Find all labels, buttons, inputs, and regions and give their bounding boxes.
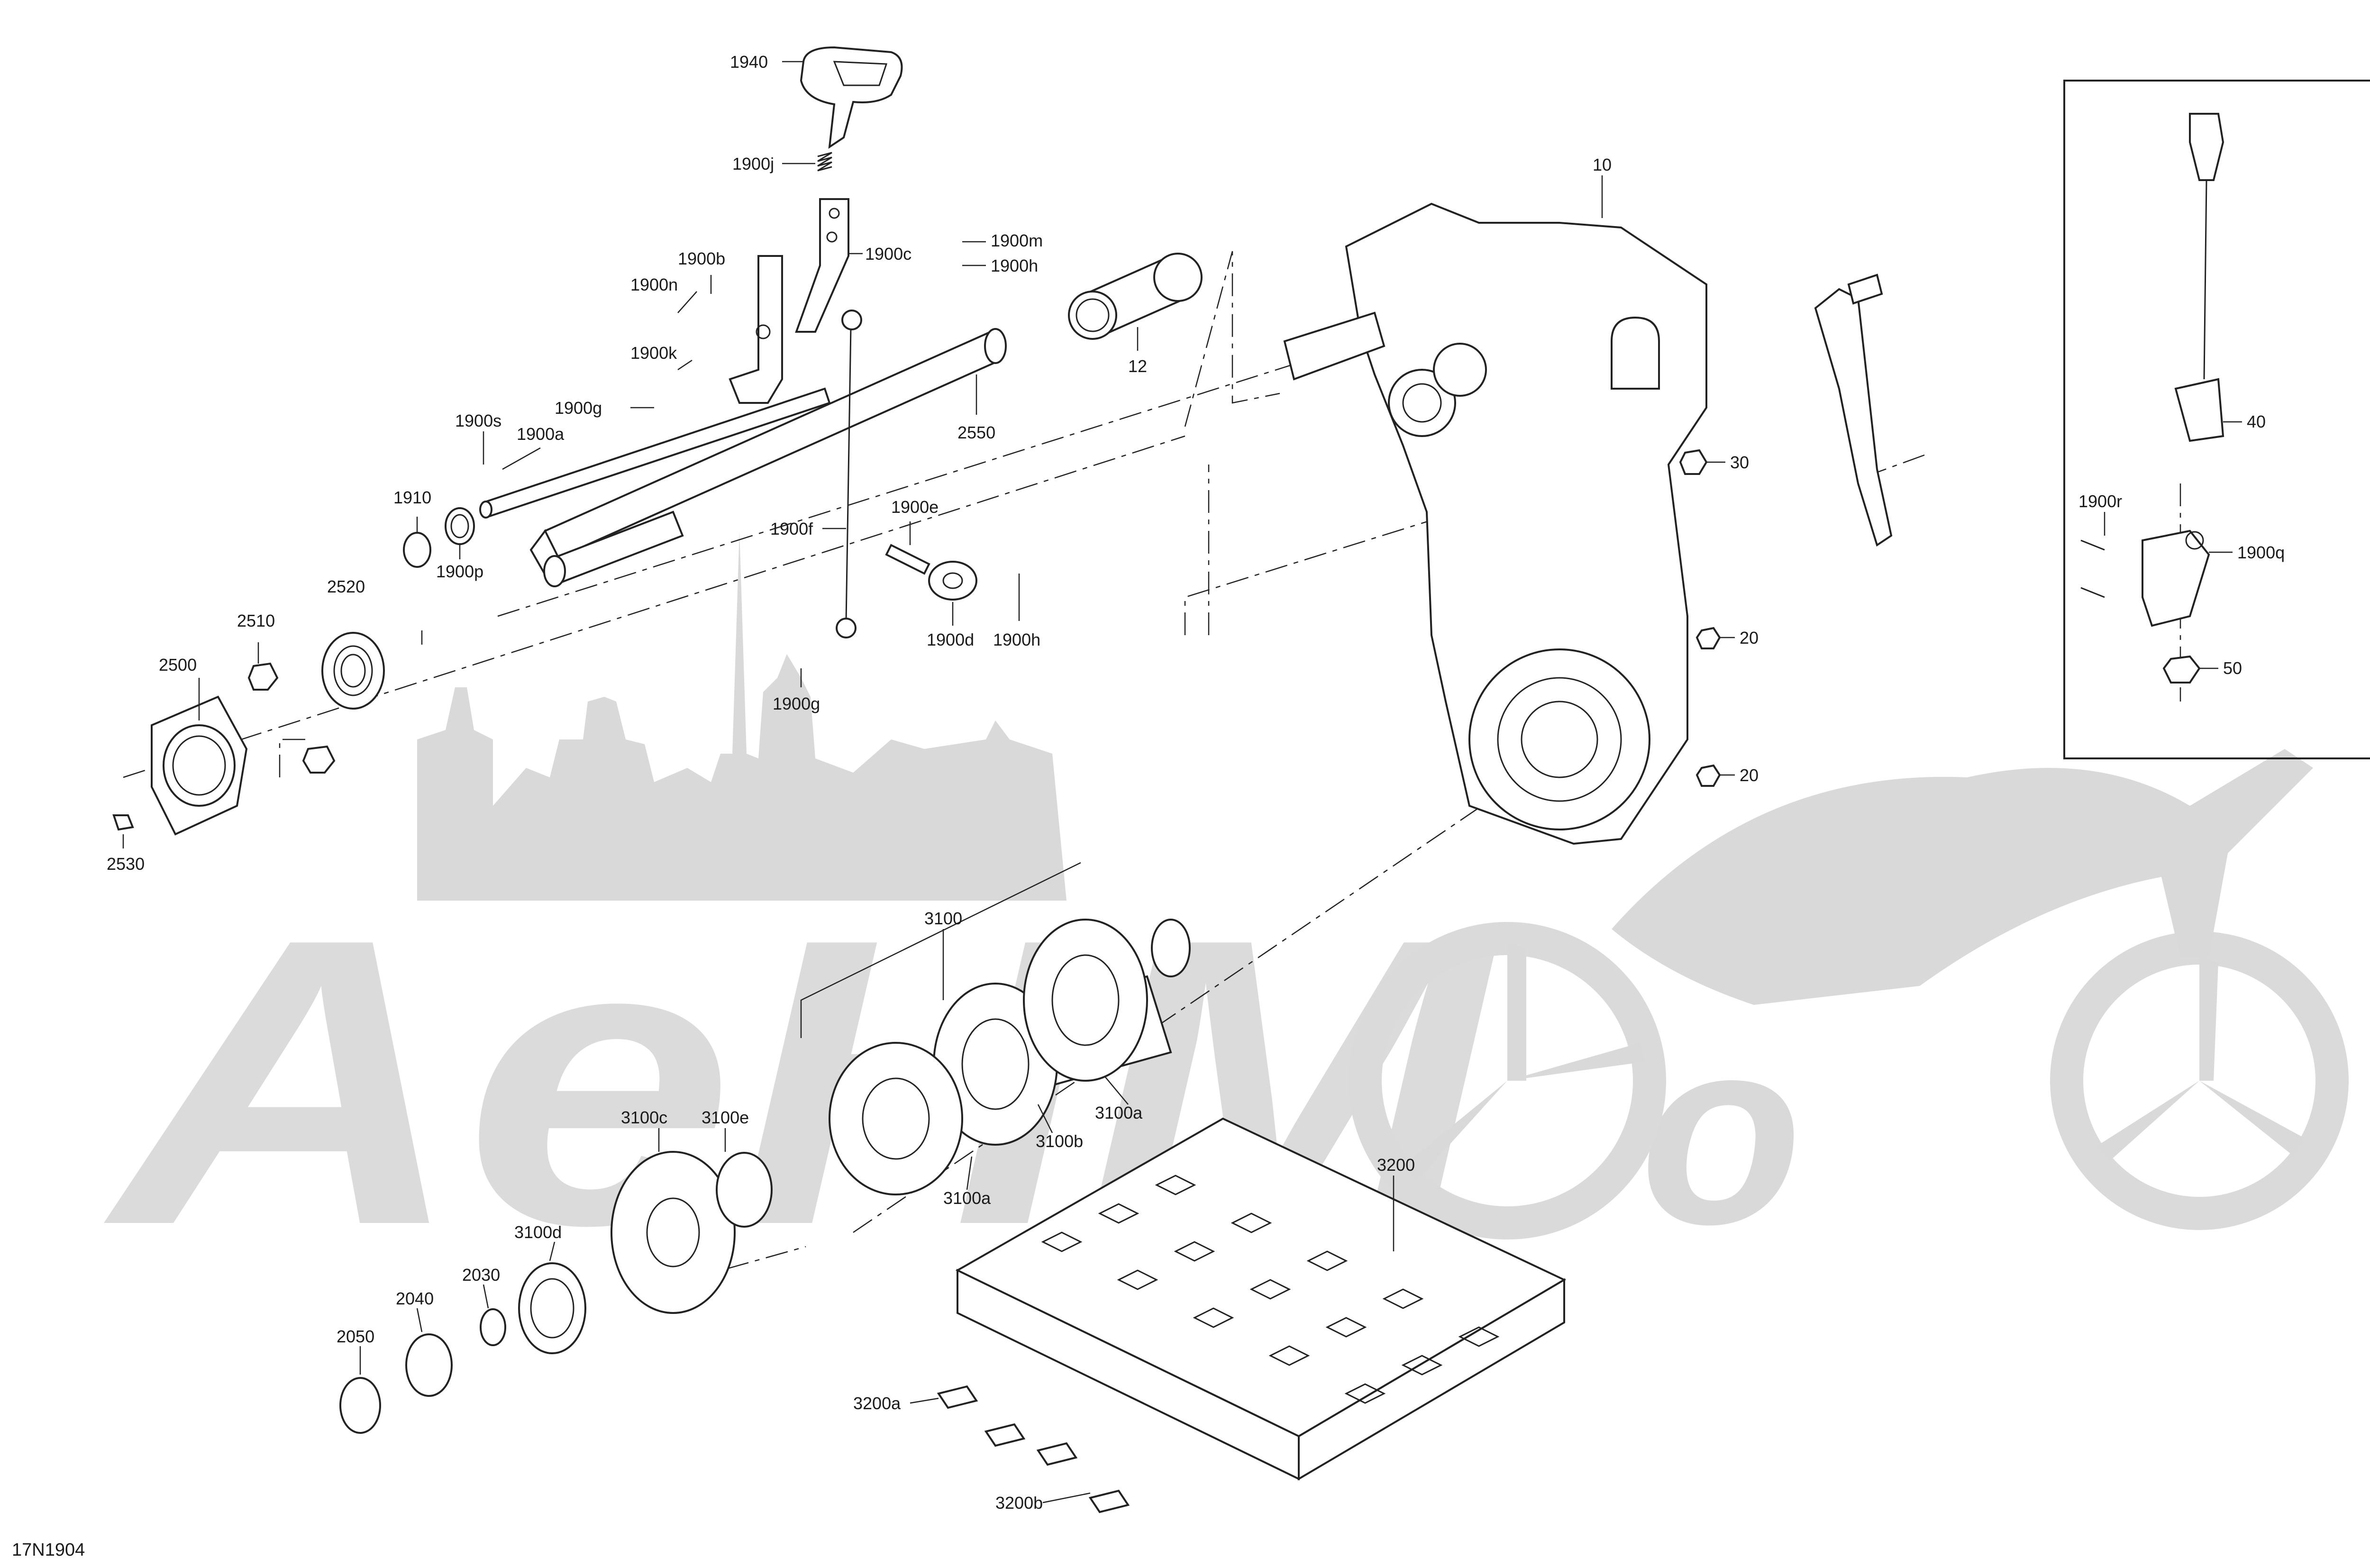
label-12: 12 [1128, 356, 1147, 376]
label-1900r: 1900r [2078, 492, 2122, 511]
label-40: 40 [2247, 412, 2266, 431]
label-10: 10 [1593, 155, 1612, 174]
part-nut-20b[interactable] [1695, 764, 1721, 787]
label-2550: 2550 [957, 423, 995, 442]
label-3200b: 3200b [995, 1493, 1043, 1513]
part-gearbox-10[interactable] [1283, 202, 1707, 845]
document-id: 17N1904 [12, 1540, 85, 1560]
label-1900e: 1900e [891, 497, 939, 517]
watermark-skyline [417, 531, 1066, 901]
part-shift-lever-1900c[interactable] [795, 198, 849, 333]
label-50: 50 [2223, 658, 2242, 678]
label-1900d: 1900d [927, 630, 974, 649]
part-track-3200[interactable] [955, 1117, 1567, 1481]
label-3100: 3100 [924, 909, 962, 928]
label-1900b: 1900b [678, 249, 725, 268]
label-3200a: 3200a [853, 1394, 901, 1413]
label-3100a-bottom: 3100a [943, 1188, 991, 1208]
label-2030: 2030 [462, 1265, 500, 1285]
label-20-top: 20 [1740, 628, 1759, 647]
part-tube-2550[interactable] [529, 328, 1007, 585]
part-shift-knob-1940[interactable] [800, 46, 903, 149]
part-pin-1900e[interactable] [885, 544, 930, 575]
part-flange-2500[interactable] [151, 695, 248, 836]
label-2500: 2500 [159, 655, 197, 675]
part-cap-2040[interactable] [405, 1333, 453, 1397]
label-1900c: 1900c [865, 244, 912, 264]
label-1900s: 1900s [455, 411, 501, 430]
label-3100e: 3100e [702, 1108, 749, 1127]
part-seal-1910[interactable] [403, 532, 431, 568]
part-screws-1900r[interactable] [2080, 539, 2105, 598]
label-2050: 2050 [337, 1327, 374, 1346]
part-bushing-12[interactable] [1068, 253, 1203, 340]
label-1910: 1910 [393, 488, 431, 507]
label-1900f: 1900f [770, 519, 813, 538]
label-1900j: 1900j [732, 154, 774, 173]
part-nut-20a[interactable] [1695, 627, 1721, 649]
part-clips-3200b[interactable] [1036, 1442, 1130, 1513]
label-3100c: 3100c [621, 1108, 667, 1127]
part-circlip-2050[interactable] [339, 1377, 381, 1434]
part-nut-2510[interactable] [247, 662, 336, 774]
part-splined-shaft[interactable] [543, 511, 684, 587]
part-drive-axle-3100[interactable] [829, 919, 1191, 1195]
label-1900h-top: 1900h [991, 256, 1038, 275]
label-1900k: 1900k [630, 343, 677, 363]
label-1900m: 1900m [991, 231, 1043, 250]
label-1900g-bottom: 1900g [773, 694, 820, 713]
part-nut-50[interactable] [2162, 655, 2201, 684]
label-2040: 2040 [396, 1289, 434, 1308]
watermark-motorcycle [1349, 749, 2349, 1240]
part-bracket-1900b[interactable] [729, 255, 783, 404]
part-bearing-3100d[interactable] [518, 1262, 586, 1354]
part-harness-bracket[interactable] [1814, 273, 1893, 547]
label-1900q: 1900q [2237, 543, 2285, 562]
watermark-text-tail: o [1640, 983, 1802, 1279]
label-1940: 1940 [730, 52, 768, 72]
part-oring-2030[interactable] [480, 1308, 506, 1346]
label-20-bottom: 20 [1740, 766, 1759, 785]
label-3100d: 3100d [514, 1222, 562, 1242]
part-clips-3200a[interactable] [937, 1385, 1026, 1447]
part-bracket-1900q[interactable] [2142, 529, 2210, 627]
part-bolt-2530[interactable] [112, 814, 134, 831]
part-link-rod-1900f[interactable] [836, 310, 862, 638]
label-1900p: 1900p [436, 562, 483, 581]
label-1900h-bottom: 1900h [993, 630, 1040, 649]
label-3100b: 3100b [1036, 1131, 1083, 1151]
leader-lines [122, 61, 2242, 1504]
label-2530: 2530 [107, 854, 145, 874]
label-30: 30 [1730, 453, 1749, 472]
label-3100a-right: 3100a [1095, 1103, 1143, 1122]
label-1900g-top: 1900g [555, 398, 602, 418]
label-2510: 2510 [237, 611, 275, 630]
label-2520: 2520 [327, 577, 365, 596]
part-sprocket-guard-3100c[interactable] [611, 1151, 736, 1314]
part-arm-1900d[interactable] [928, 561, 977, 601]
callout-labels: 1940 1900j 1900c 1900m 1900b 1900h 1900n… [12, 52, 2285, 1560]
label-1900n: 1900n [630, 275, 678, 294]
label-3200: 3200 [1377, 1155, 1415, 1175]
part-speed-sensor-40[interactable] [2174, 113, 2224, 442]
part-nut-30[interactable] [1679, 449, 1708, 475]
part-spring-1900j[interactable] [817, 152, 832, 172]
part-ring-3100e[interactable] [716, 1152, 773, 1228]
part-bushing-1900p[interactable] [445, 507, 475, 545]
sensor-inset-frame [2063, 80, 2370, 759]
part-bearing-2520[interactable] [321, 632, 385, 710]
label-1900a: 1900a [517, 424, 565, 444]
